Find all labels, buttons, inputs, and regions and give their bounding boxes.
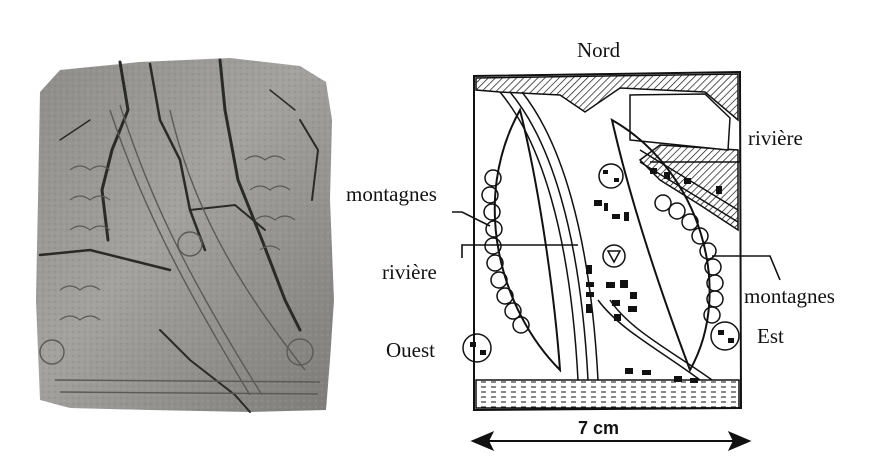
cuneiform-signs	[470, 168, 734, 383]
leader-montagnes-w	[452, 211, 491, 227]
label-est: Est	[757, 324, 784, 348]
west-circle-symbol	[462, 333, 492, 363]
label-riviere-northeast: rivière	[748, 126, 803, 150]
west-mountain-lens	[493, 107, 562, 373]
label-riviere-west: rivière	[382, 260, 437, 284]
label-ouest: Ouest	[386, 338, 435, 362]
north-circle-symbol	[598, 163, 624, 189]
scale-arrow	[470, 431, 752, 451]
south-band	[475, 379, 740, 409]
river-channels	[499, 91, 739, 381]
label-montagnes-east: montagnes	[744, 284, 835, 308]
leader-riviere-w	[461, 244, 578, 258]
tablet-scallops	[59, 155, 296, 321]
scale-label: 7 cm	[578, 418, 620, 438]
leader-riviere-ne	[650, 150, 741, 163]
east-mountain-scallops	[654, 194, 724, 324]
tablet-cracks	[38, 58, 320, 413]
label-leader-lines	[452, 150, 781, 281]
label-nord: Nord	[577, 38, 621, 62]
east-mountain-lens	[610, 118, 711, 373]
north-hatched-area	[475, 73, 739, 122]
map-circle-symbols	[462, 163, 740, 363]
center-circle-symbol	[602, 244, 626, 268]
northeast-hatched-area	[638, 144, 739, 232]
east-circle-symbol	[710, 321, 740, 351]
west-mountain-scallops	[481, 169, 530, 334]
label-montagnes-west: montagnes	[346, 182, 437, 206]
tablet-body	[36, 58, 334, 412]
northeast-box	[629, 93, 731, 151]
tablet-carved-lines	[39, 104, 321, 396]
leader-montagnes-e	[712, 255, 781, 281]
map-frame	[473, 70, 743, 412]
